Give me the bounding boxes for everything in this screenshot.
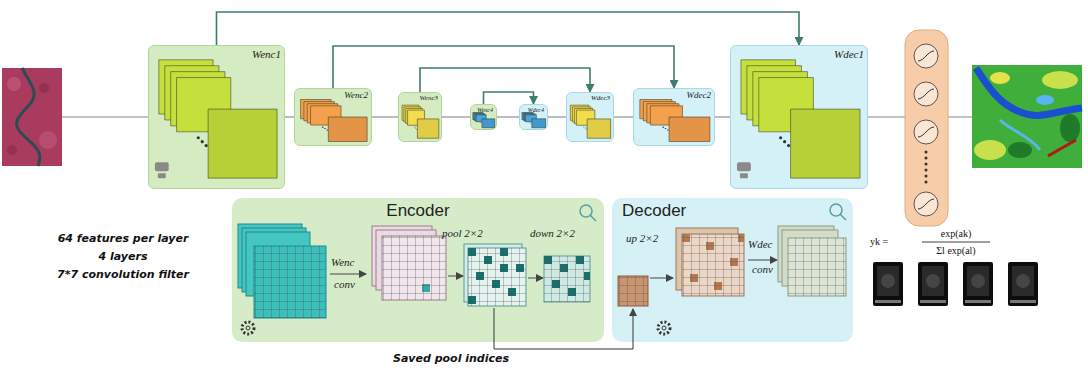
- feature-stack: [149, 46, 284, 188]
- flow-connector: [548, 117, 566, 118]
- skip-connection: [484, 92, 534, 104]
- encoder-layer-box: Wenc3: [398, 92, 442, 142]
- decoder-layer-box: Wdec4: [519, 104, 548, 130]
- encoder-layer-box: Wenc2: [294, 88, 372, 146]
- weight-label: Wdec4: [528, 107, 544, 114]
- flow-connector: [372, 117, 398, 118]
- weight-label: Wdec2: [687, 91, 712, 101]
- formula-text: Σl exp(al): [936, 245, 975, 257]
- encoder-layer-box: Wenc1: [148, 45, 285, 189]
- note-text: 64 features per layer: [58, 233, 189, 246]
- panel-heading: Encoder: [386, 202, 449, 221]
- weight-label: Wenc: [331, 256, 354, 269]
- skip-connection: [420, 68, 590, 92]
- operation-label: pool 2×2: [442, 227, 483, 240]
- operation-label: conv: [334, 278, 355, 291]
- fraction-bar: [922, 242, 990, 243]
- skip-connection: [217, 12, 800, 45]
- decoder-panel: Decoder: [612, 198, 853, 342]
- input-image: [2, 68, 62, 166]
- weight-label: Wdec1: [834, 48, 864, 60]
- weight-label: Wdec3: [591, 95, 610, 103]
- output-map: [972, 65, 1082, 168]
- operation-label: down 2×2: [530, 227, 575, 240]
- decoder-layer-box: Wdec3: [566, 92, 614, 142]
- decoder-layer-box: Wdec1: [730, 45, 868, 189]
- flow-connector: [715, 117, 730, 118]
- operation-label: up 2×2: [626, 232, 658, 245]
- weight-label: Wenc4: [477, 107, 493, 114]
- index-wire: [494, 342, 633, 349]
- weight-label: Wdec: [748, 238, 772, 251]
- decoder-layer-box: Wdec2: [633, 88, 715, 146]
- skip-connection: [333, 46, 674, 88]
- flow-connector: [442, 117, 470, 118]
- flow-connector: [497, 117, 519, 118]
- softmax-column: [905, 30, 948, 226]
- note-text: 7*7 convolution filter: [57, 269, 189, 282]
- operation-label: conv: [752, 263, 773, 276]
- weight-label: Wenc3: [420, 95, 438, 103]
- flow-connector: [285, 117, 294, 118]
- formula-text: yk =: [870, 236, 888, 248]
- note-text: 4 layers: [99, 251, 148, 264]
- weight-label: Wenc1: [252, 48, 281, 60]
- formula-text: exp(ak): [941, 228, 972, 240]
- wire-label: Saved pool indices: [393, 353, 509, 366]
- panel-heading: Decoder: [622, 202, 686, 221]
- encoder-layer-box: Wenc4: [470, 104, 497, 130]
- encoder-panel: Encoder: [232, 198, 604, 342]
- gpu-icons: [873, 262, 1038, 306]
- feature-stack: [731, 46, 867, 188]
- flow-connector: [614, 117, 633, 118]
- weight-label: Wenc2: [344, 91, 368, 101]
